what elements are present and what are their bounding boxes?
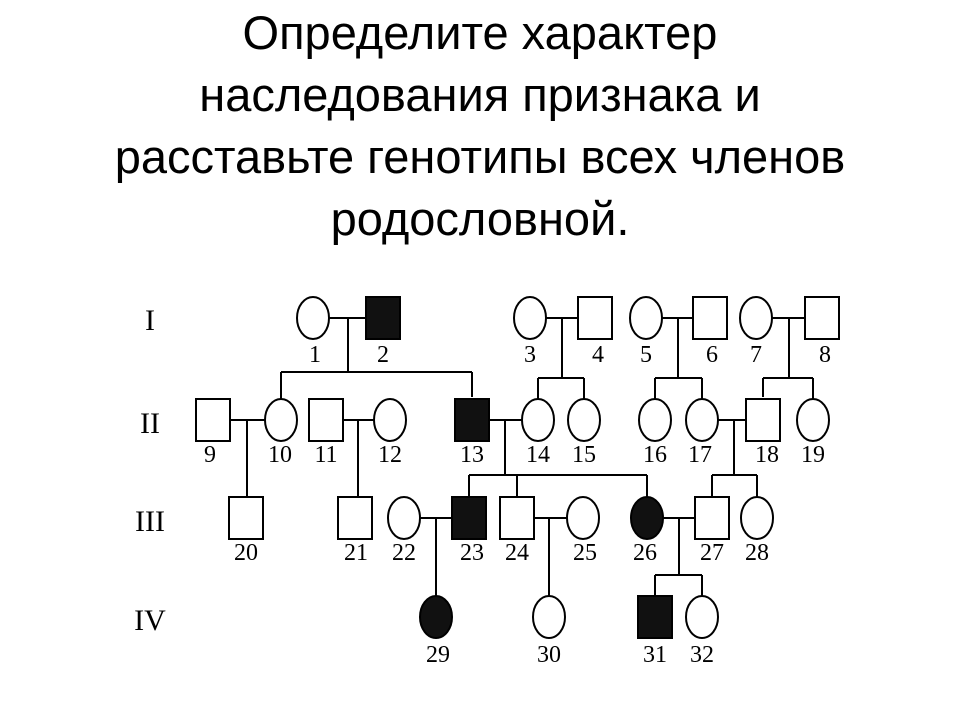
individual-14-circle xyxy=(521,398,555,442)
individual-label-22: 22 xyxy=(392,540,416,566)
individual-25-circle xyxy=(566,496,600,540)
individual-1-circle xyxy=(296,296,330,340)
individual-4-square xyxy=(577,296,613,340)
individual-label-27: 27 xyxy=(700,540,724,566)
individual-7-circle xyxy=(739,296,773,340)
individual-label-6: 6 xyxy=(706,342,718,368)
generation-label-4: IV xyxy=(134,604,166,637)
individual-label-10: 10 xyxy=(268,442,292,468)
individual-26-circle xyxy=(630,496,664,540)
individual-label-26: 26 xyxy=(633,540,657,566)
individual-16-circle xyxy=(638,398,672,442)
individual-label-18: 18 xyxy=(755,442,779,468)
individual-label-12: 12 xyxy=(378,442,402,468)
individual-17-circle xyxy=(685,398,719,442)
generation-label-3: III xyxy=(135,505,165,538)
individual-label-13: 13 xyxy=(460,442,484,468)
individual-label-11: 11 xyxy=(314,442,337,468)
individual-label-28: 28 xyxy=(745,540,769,566)
individual-8-square xyxy=(804,296,840,340)
title-line-1: Определите характер xyxy=(242,6,718,59)
individual-3-circle xyxy=(513,296,547,340)
individual-12-circle xyxy=(373,398,407,442)
individual-label-25: 25 xyxy=(573,540,597,566)
individual-22-circle xyxy=(387,496,421,540)
individual-label-3: 3 xyxy=(524,342,536,368)
individual-31-square xyxy=(637,595,673,639)
individual-6-square xyxy=(692,296,728,340)
generation-label-2: II xyxy=(140,407,160,440)
individual-label-29: 29 xyxy=(426,642,450,668)
individual-15-circle xyxy=(567,398,601,442)
individual-label-23: 23 xyxy=(460,540,484,566)
individual-11-square xyxy=(308,398,344,442)
individual-label-15: 15 xyxy=(572,442,596,468)
individual-28-circle xyxy=(740,496,774,540)
slide-title: Определите характер наследования признак… xyxy=(20,2,940,250)
individual-18-square xyxy=(745,398,781,442)
pedigree-symbols xyxy=(195,296,840,639)
individual-20-square xyxy=(228,496,264,540)
individual-21-square xyxy=(337,496,373,540)
individual-label-5: 5 xyxy=(640,342,652,368)
individual-label-19: 19 xyxy=(801,442,825,468)
individual-23-square xyxy=(451,496,487,540)
individual-label-8: 8 xyxy=(819,342,831,368)
pedigree-lines xyxy=(230,317,814,596)
individual-label-30: 30 xyxy=(537,642,561,668)
individual-19-circle xyxy=(796,398,830,442)
title-line-3: расставьте генотипы всех членов xyxy=(114,130,846,183)
individual-label-9: 9 xyxy=(204,442,216,468)
individual-label-16: 16 xyxy=(643,442,667,468)
individual-27-square xyxy=(694,496,730,540)
individual-9-square xyxy=(195,398,231,442)
individual-label-21: 21 xyxy=(344,540,368,566)
individual-29-circle xyxy=(419,595,453,639)
individual-13-square xyxy=(454,398,490,442)
individual-24-square xyxy=(499,496,535,540)
individual-label-2: 2 xyxy=(377,342,389,368)
individual-label-7: 7 xyxy=(750,342,762,368)
individual-label-32: 32 xyxy=(690,642,714,668)
individual-label-14: 14 xyxy=(526,442,550,468)
generation-label-1: I xyxy=(145,304,155,337)
individual-label-31: 31 xyxy=(643,642,667,668)
individual-label-1: 1 xyxy=(309,342,321,368)
individual-label-17: 17 xyxy=(688,442,712,468)
individual-label-4: 4 xyxy=(592,342,604,368)
individual-30-circle xyxy=(532,595,566,639)
individual-label-20: 20 xyxy=(234,540,258,566)
individual-label-24: 24 xyxy=(505,540,529,566)
individual-32-circle xyxy=(685,595,719,639)
title-line-4: родословной. xyxy=(330,192,630,245)
individual-2-square xyxy=(365,296,401,340)
individual-5-circle xyxy=(629,296,663,340)
individual-10-circle xyxy=(264,398,298,442)
title-line-2: наследования признака и xyxy=(199,68,761,121)
